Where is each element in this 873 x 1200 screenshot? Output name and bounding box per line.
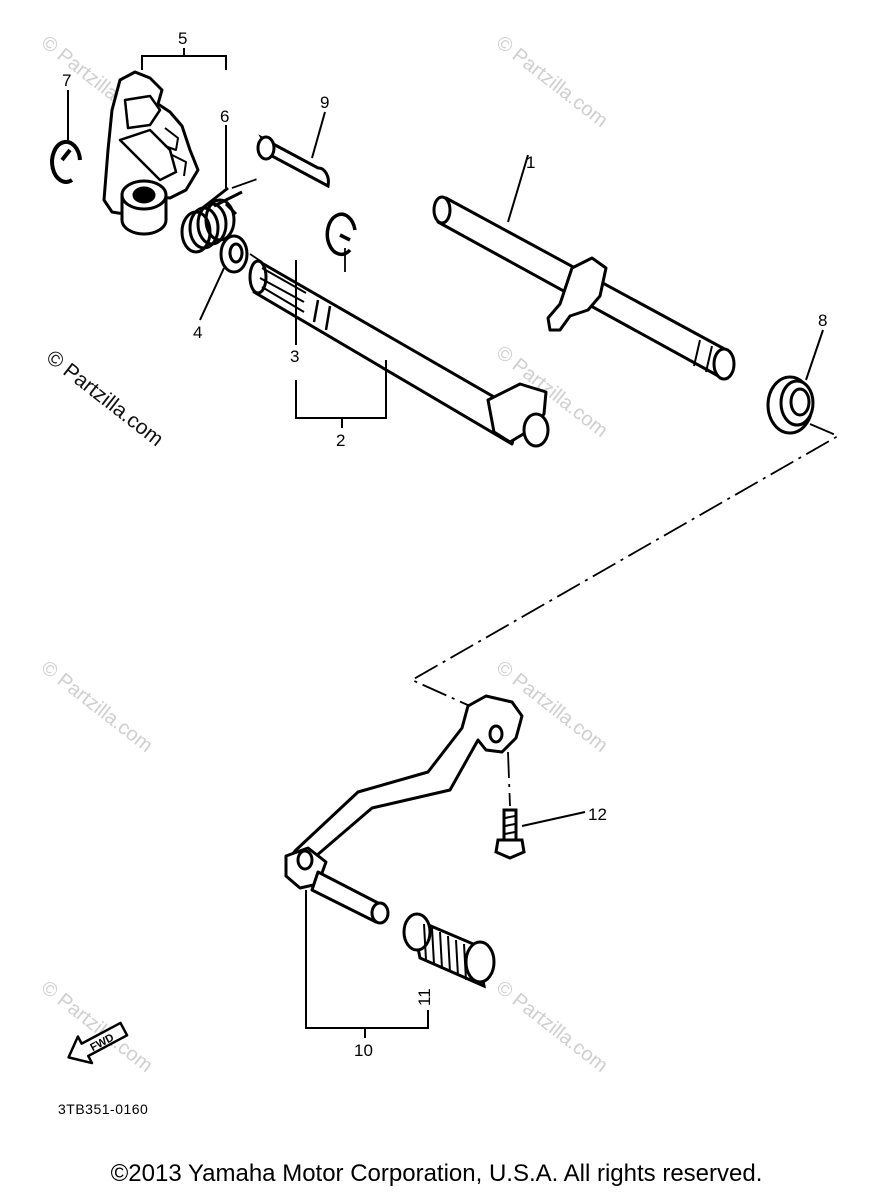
callout-6: 6: [220, 107, 229, 126]
copyright-notice: ©2013 Yamaha Motor Corporation, U.S.A. A…: [110, 1160, 763, 1187]
assembly-lines: [231, 177, 841, 807]
shift-fork-shaft: [432, 195, 736, 381]
shift-pedal: [284, 694, 524, 925]
callout-11: 11: [415, 988, 434, 1006]
bolt: [494, 808, 526, 860]
watermark: © Partzilla.com: [492, 977, 612, 1077]
e-clip-3: [325, 212, 357, 257]
circlip-7: [50, 139, 82, 184]
callout-3: 3: [290, 347, 299, 366]
oil-seal: [766, 375, 815, 435]
pedal-rubber: [402, 912, 496, 989]
callout-7: 7: [62, 71, 71, 90]
shift-arm-plate: [102, 70, 200, 236]
callout-1: 1: [526, 153, 535, 172]
callout-2: 2: [336, 431, 345, 450]
callouts: 1 2 3 4 5 6 7 8 9 10 11 12: [62, 29, 827, 1060]
watermark: © Partzilla.com: [37, 657, 157, 757]
callout-9: 9: [320, 93, 329, 112]
callout-4: 4: [193, 323, 202, 342]
shift-shaft: [248, 259, 550, 448]
callout-5: 5: [178, 29, 187, 48]
torsion-spring: [180, 186, 243, 254]
watermark: © Partzilla.com: [37, 977, 157, 1077]
callout-8: 8: [818, 311, 827, 330]
watermark: © Partzilla.com: [492, 32, 612, 132]
leader-lines: [67, 48, 824, 1038]
dowel-pin: [256, 134, 330, 189]
callout-12: 12: [588, 805, 607, 824]
callout-10: 10: [354, 1041, 373, 1060]
watermark-dark: © Partzilla.com: [42, 346, 168, 451]
diagram-code: 3TB351-0160: [58, 1101, 148, 1117]
washer: [219, 234, 249, 274]
